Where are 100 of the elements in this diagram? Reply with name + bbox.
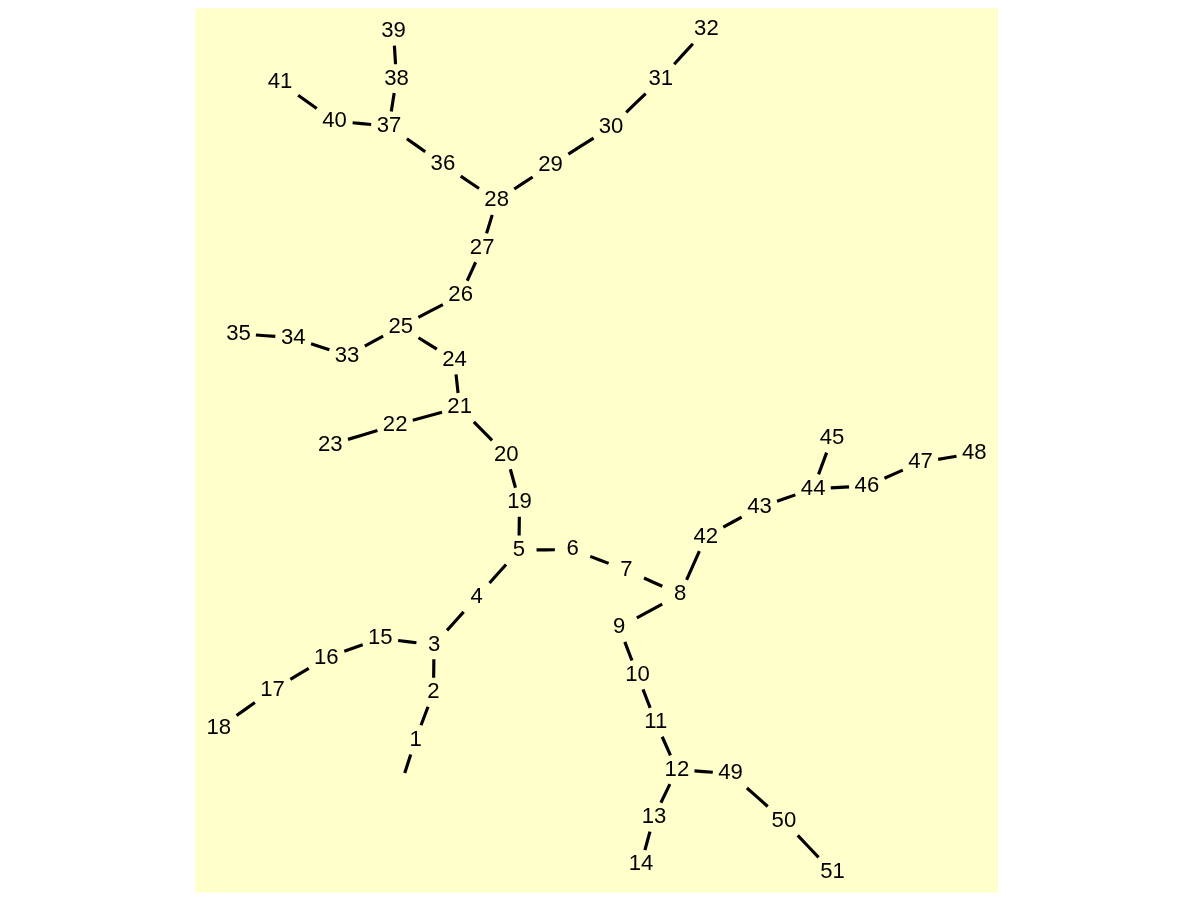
node-text: 18 [206, 713, 231, 739]
connector [412, 410, 443, 422]
connector [817, 452, 829, 475]
connector [432, 659, 436, 678]
node-text: 29 [538, 151, 563, 177]
connector [660, 736, 672, 756]
node-text: 30 [598, 112, 624, 138]
node-text: 20 [494, 440, 519, 466]
node-text: 14 [628, 850, 654, 876]
connector [513, 175, 534, 191]
connector [347, 428, 378, 441]
node-text: 44 [800, 474, 826, 500]
connector [445, 610, 465, 632]
connector [289, 667, 310, 681]
node-text: 33 [334, 341, 360, 367]
node-text: 40 [322, 106, 347, 132]
node-text: 1 [409, 725, 422, 751]
connector [636, 602, 663, 620]
connector [310, 342, 330, 352]
node-text: 6 [566, 535, 579, 561]
connector [643, 831, 652, 851]
node-text: 22 [382, 410, 408, 436]
node-text: 10 [625, 660, 650, 686]
node-text: 24 [442, 345, 467, 371]
connector [364, 334, 384, 348]
node-text: 37 [376, 111, 402, 137]
connector [536, 548, 555, 552]
node-text: 31 [648, 64, 674, 90]
connector [465, 261, 478, 282]
connector [343, 643, 364, 653]
connector [625, 92, 647, 114]
connector [685, 550, 701, 581]
node-text: 8 [674, 580, 687, 606]
node-text: 15 [368, 624, 393, 650]
node-text: 21 [447, 393, 472, 419]
node-text: 2 [427, 678, 440, 704]
node-text: 26 [448, 281, 473, 307]
connector [417, 303, 444, 319]
connector [623, 641, 634, 662]
connector [567, 136, 595, 156]
connector [419, 706, 430, 726]
node-text: 28 [484, 186, 509, 212]
node-text: 46 [854, 471, 880, 497]
connector [517, 516, 521, 536]
connector [488, 563, 508, 585]
connector [255, 333, 276, 338]
node-text: 48 [962, 439, 987, 465]
connector [659, 783, 672, 804]
node-text: 19 [507, 488, 532, 514]
connector [796, 834, 820, 859]
connector [485, 214, 494, 234]
node-text: 41 [267, 68, 293, 94]
node-text: 47 [908, 448, 933, 474]
connector [405, 137, 427, 153]
connector [883, 468, 904, 480]
connector [397, 638, 417, 645]
node-text: 4 [470, 583, 483, 609]
node-text: 51 [820, 857, 845, 883]
connector [389, 92, 396, 112]
node-text: 34 [280, 323, 306, 349]
connector [722, 515, 743, 529]
node-text: 11 [644, 708, 668, 734]
connector [830, 485, 850, 490]
node-text: 23 [317, 430, 343, 456]
node-text: 13 [641, 802, 667, 828]
connector [673, 42, 695, 66]
connector [641, 688, 652, 709]
node-text: 42 [693, 522, 719, 548]
node-text: 17 [260, 676, 285, 702]
node-text: 12 [664, 755, 690, 781]
node-text: 36 [430, 149, 456, 175]
node-text: 5 [512, 535, 526, 561]
connector [694, 769, 713, 774]
node-text: 45 [819, 423, 845, 449]
connector [352, 121, 372, 127]
connector [937, 454, 957, 461]
connector [403, 754, 413, 774]
node-text: 49 [718, 759, 743, 785]
connector [776, 493, 796, 503]
connector [745, 786, 769, 808]
node-text: 9 [613, 613, 626, 639]
node-text: 38 [384, 64, 409, 90]
node-text: 50 [771, 806, 797, 832]
node-text: 16 [314, 643, 339, 669]
connector [643, 576, 663, 588]
node-text: 39 [381, 17, 406, 43]
node-text: 3 [427, 630, 441, 656]
connector [297, 94, 318, 110]
node-text: 27 [469, 233, 495, 259]
connector [459, 174, 480, 190]
node-text: 43 [747, 493, 772, 519]
connector [508, 468, 517, 489]
connector [417, 336, 438, 351]
connector [589, 554, 610, 565]
connector [392, 45, 398, 65]
connector [472, 420, 494, 442]
node-text: 25 [388, 312, 414, 338]
connector [235, 701, 256, 717]
node-text: 7 [620, 556, 633, 582]
node-text: 35 [226, 319, 251, 345]
